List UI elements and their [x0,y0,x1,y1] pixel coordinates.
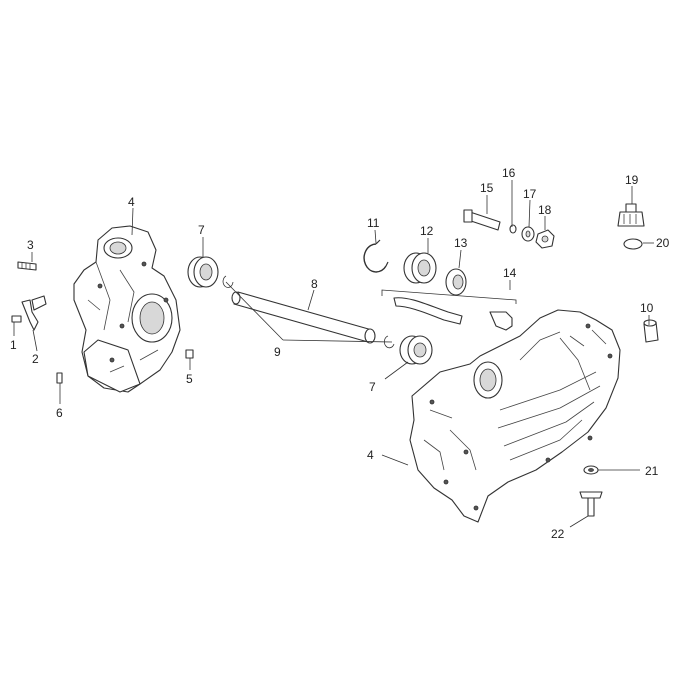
circlip-part-9-left [222,275,234,288]
callout-10: 10 [640,301,654,315]
pin-part-1 [11,315,22,323]
callout-21: 21 [645,464,659,478]
shaft-part-8 [231,291,376,344]
callout-16: 16 [502,166,516,180]
callout-9: 9 [274,345,281,359]
callout-8: 8 [311,277,318,291]
bolt-part-3 [17,261,37,271]
callout-7-upper: 7 [198,223,205,237]
callout-1: 1 [10,338,17,352]
callout-labels: 1 2 3 4 4 5 6 7 7 8 9 10 11 12 13 14 15 … [10,166,670,541]
nut-part-18 [535,229,555,249]
shift-fork-part-2 [21,295,47,331]
callout-5: 5 [186,372,193,386]
right-crankcase-half [409,309,621,523]
breather-hose-part-14 [381,289,517,331]
callout-13: 13 [454,236,468,250]
callout-15: 15 [480,181,494,195]
callout-7-lower: 7 [369,380,376,394]
dowel-part-5 [185,349,194,359]
callout-20: 20 [656,236,670,250]
bearing-part-7-upper [187,256,219,288]
callout-4-left: 4 [128,195,135,209]
o-ring-part-20 [623,238,643,250]
pin-part-6 [56,372,63,384]
left-crankcase-half [73,225,181,393]
washer-part-17 [521,226,535,242]
callout-2: 2 [32,352,39,366]
bolt-part-15 [463,209,501,231]
callout-19: 19 [625,173,639,187]
circlip-part-9-right [383,335,395,349]
callout-12: 12 [420,224,434,238]
callout-18: 18 [538,203,552,217]
callout-11: 11 [367,216,380,230]
callout-4-right: 4 [367,448,374,462]
sensor-part-19 [617,203,645,227]
washer-part-16 [509,224,517,234]
bearing-part-7-lower [399,335,433,365]
oil-seal-part-13 [445,268,467,296]
bushing-part-10 [643,319,659,343]
callout-14: 14 [503,266,517,280]
circlip-part-11 [363,239,389,273]
bearing-part-12 [403,252,437,284]
washer-part-21 [583,465,599,475]
bolt-part-22 [579,491,603,517]
leader-lines [13,180,654,528]
callout-22: 22 [551,527,565,541]
callout-6: 6 [56,406,63,420]
callout-3: 3 [27,238,34,252]
callout-17: 17 [523,187,537,201]
